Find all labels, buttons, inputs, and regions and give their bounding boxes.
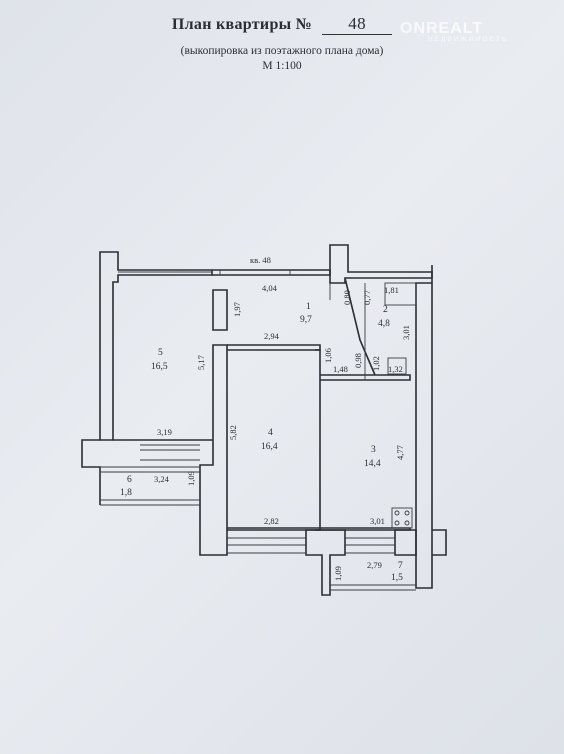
apartment-label: кв. 48 xyxy=(250,255,271,265)
dim-balcony7-depth: 1,09 xyxy=(333,566,343,581)
toilet xyxy=(387,357,407,375)
dim-bath-depth: 3,01 xyxy=(401,325,411,340)
watermark-brand: ONREALT xyxy=(400,20,484,37)
subtitle: (выкопировка из поэтажного плана дома) xyxy=(180,45,384,57)
dim-room5-width: 3,19 xyxy=(157,427,172,437)
dim-balcony7-width: 2,79 xyxy=(367,560,382,570)
room-3-number: 3 xyxy=(371,445,376,455)
room-4-number: 4 xyxy=(268,428,273,438)
dim-room3-width-bottom: 3,01 xyxy=(370,516,385,526)
dim-partition-a: 1,06 xyxy=(323,348,333,363)
dim-room4-width-top: 2,94 xyxy=(264,331,280,341)
dim-hall-width: 1,48 xyxy=(333,364,348,374)
room-4-area: 16,4 xyxy=(261,442,278,452)
room-2-number: 2 xyxy=(383,305,388,315)
dimension-labels: 4,04 1,97 0,80 0,77 1,81 3,01 2,94 1,06 … xyxy=(154,283,411,581)
dim-door-b: 0,77 xyxy=(362,290,372,305)
room-2-area: 4,8 xyxy=(378,319,390,329)
page-title: План квартиры № 48 xyxy=(0,14,564,35)
dim-room4-width-bottom: 2,82 xyxy=(264,516,279,526)
dim-room4-depth: 5,82 xyxy=(228,425,238,440)
balconies xyxy=(100,270,416,591)
dim-room5-depth: 5,17 xyxy=(196,355,206,370)
dim-balcony6-width: 3,24 xyxy=(154,474,170,484)
bathtub xyxy=(384,282,417,306)
room-6-area: 1,8 xyxy=(120,488,132,498)
room-5-number: 5 xyxy=(158,348,163,358)
room-7-area: 1,5 xyxy=(391,573,403,583)
room-5-area: 16,5 xyxy=(151,362,168,372)
dim-bath-width: 1,81 xyxy=(384,285,399,295)
room-3-area: 14,4 xyxy=(364,459,381,469)
dim-corridor-width: 4,04 xyxy=(262,283,278,293)
room-7-number: 7 xyxy=(398,561,403,571)
dim-balcony6-depth: 1,09 xyxy=(186,471,196,486)
dim-small-a: 1,32 xyxy=(388,364,403,374)
walls xyxy=(81,244,447,596)
stove xyxy=(391,507,413,529)
dim-partition-b: 0,98 xyxy=(353,353,363,368)
dim-door-a: 0,80 xyxy=(342,290,352,305)
fixtures xyxy=(329,282,417,529)
watermark-tagline: НЕДВИЖИМОСТЬ xyxy=(428,36,509,43)
dim-room3-depth: 4,77 xyxy=(395,445,405,460)
title-text: План квартиры № xyxy=(171,16,313,33)
dim-corridor-depth: 1,97 xyxy=(232,302,242,317)
room-1-area: 9,7 xyxy=(300,315,312,325)
room-6-number: 6 xyxy=(127,475,132,485)
room-1-number: 1 xyxy=(306,302,311,312)
dim-partition-c: 1,02 xyxy=(371,356,381,371)
apartment-number: 48 xyxy=(322,14,393,35)
scale-note: М 1:100 xyxy=(262,60,302,72)
